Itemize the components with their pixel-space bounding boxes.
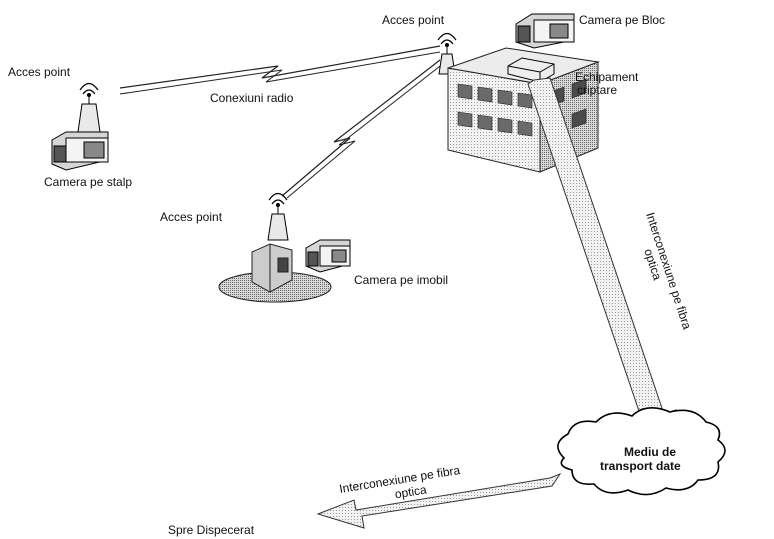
camera-pole-icon (51, 131, 109, 171)
label-fiber-vertical: Interconexiune pe fibra optica (641, 211, 694, 332)
label-dispatch: Spre Dispecerat (168, 523, 255, 537)
label-fiber-bottom-line2: optica (394, 482, 428, 501)
fiber-link-bottom-arrow (316, 472, 562, 529)
label-access-point-top: Acces point (382, 13, 445, 27)
label-transport-line2: transport date (600, 459, 681, 473)
label-access-point-middle: Acces point (160, 210, 223, 224)
label-encryption-line1: Echipament (575, 70, 639, 84)
label-encryption-line2: criptare (577, 83, 617, 97)
encryption-equipment-icon (507, 57, 555, 83)
label-camera-pole: Camera pe stalp (44, 175, 132, 189)
radio-link-pole (119, 45, 441, 95)
camera-building-icon (218, 239, 351, 303)
label-access-point-left: Acces point (8, 65, 71, 79)
label-camera-building: Camera pe imobil (354, 273, 448, 287)
label-transport-line1: Mediu de (624, 445, 676, 459)
label-radio-connections: Conexiuni radio (210, 91, 294, 105)
transport-cloud-icon (557, 407, 726, 496)
access-point-left-icon (77, 82, 101, 133)
radio-link-building (281, 59, 445, 199)
camera-block-icon (515, 13, 575, 49)
access-point-middle-icon (267, 192, 289, 241)
label-camera-block: Camera pe Bloc (579, 13, 665, 27)
